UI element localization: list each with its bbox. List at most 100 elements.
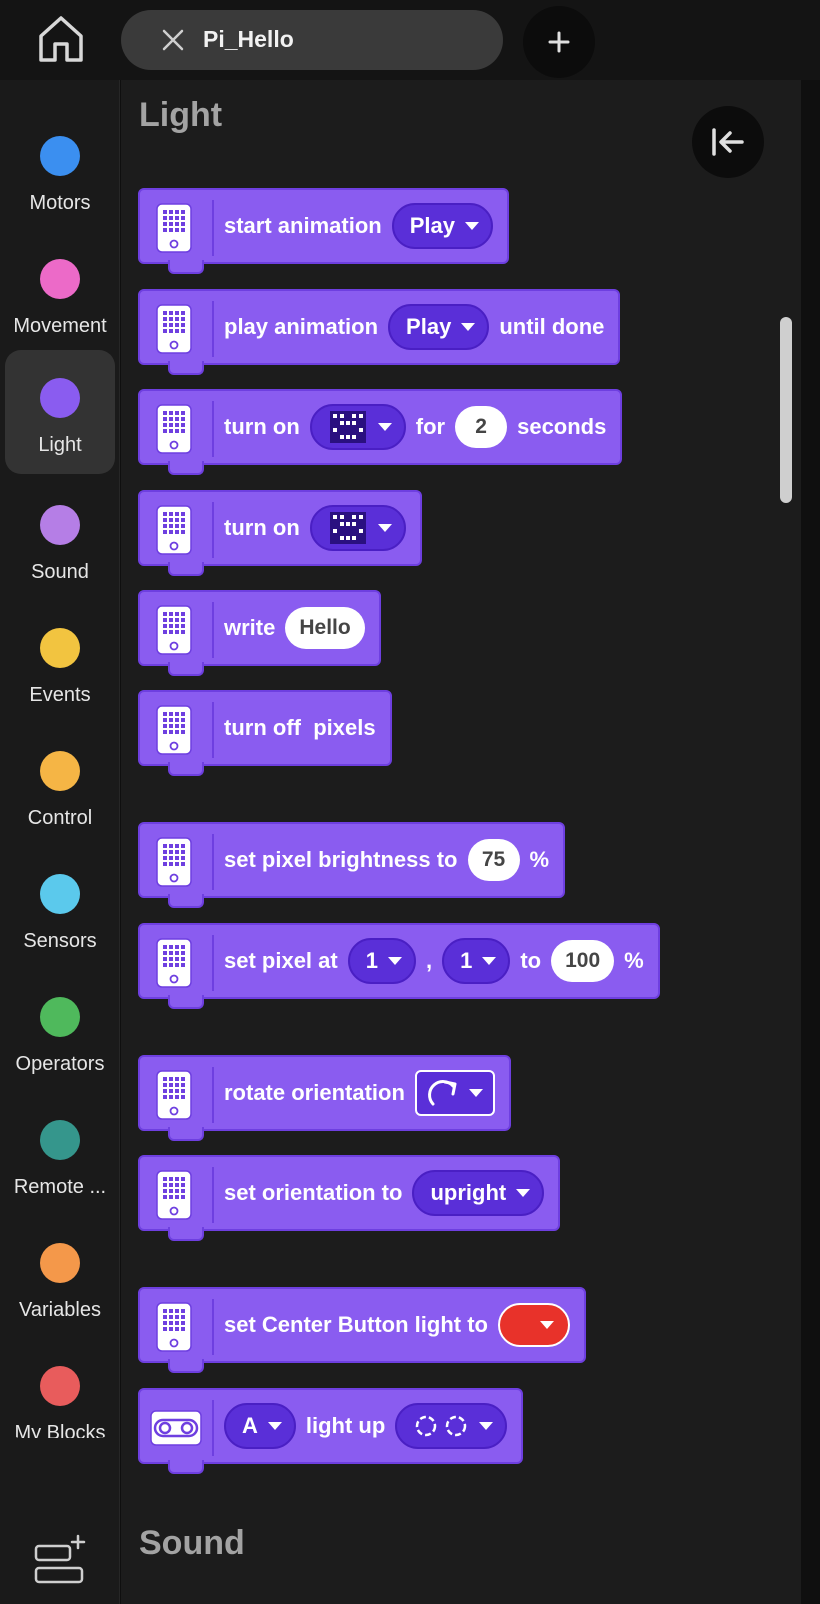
- home-icon: [39, 16, 83, 62]
- sidebar-item-label: Operators: [15, 1053, 105, 1075]
- block-label-for: for: [415, 414, 446, 439]
- chevron-down-icon: [267, 1422, 282, 1430]
- animation-dropdown[interactable]: Play: [388, 304, 490, 350]
- light-color-dropdown[interactable]: [497, 1303, 570, 1347]
- collapse-palette-button[interactable]: [692, 106, 764, 178]
- block-label-suffix: until done: [499, 314, 605, 339]
- sidebar-item-events[interactable]: Events: [5, 600, 115, 724]
- block-separator: [212, 200, 214, 256]
- text-input[interactable]: Hello: [285, 607, 365, 649]
- rotate-clockwise-icon: [427, 1080, 457, 1106]
- input-value: 2: [475, 415, 487, 438]
- brightness-input[interactable]: 75: [467, 839, 520, 881]
- chevron-down-icon: [516, 1189, 531, 1197]
- sidebar-item-control[interactable]: Control: [5, 723, 115, 847]
- chevron-down-icon: [468, 1089, 483, 1097]
- pixel-brightness-input[interactable]: 100: [551, 940, 615, 982]
- collapse-left-icon: [712, 128, 744, 156]
- block-start-animation[interactable]: start animation Play: [138, 188, 509, 274]
- block-set-orientation[interactable]: set orientation to upright: [138, 1155, 561, 1241]
- block-separator: [212, 502, 214, 558]
- pixel-x-dropdown[interactable]: 1: [347, 938, 416, 984]
- block-label-comma: ,: [425, 948, 433, 973]
- sidebar-item-remote[interactable]: Remote ...: [5, 1092, 115, 1216]
- chevron-down-icon: [461, 323, 476, 331]
- animation-dropdown[interactable]: Play: [391, 203, 493, 249]
- sidebar-item-my-blocks[interactable]: My Blocks: [5, 1338, 115, 1438]
- block-label: set pixel at: [224, 948, 338, 973]
- seconds-input[interactable]: 2: [455, 406, 508, 448]
- chevron-down-icon: [377, 423, 392, 431]
- block-separator: [212, 602, 214, 658]
- block-turn-on[interactable]: turn on: [138, 490, 422, 576]
- hub-icon: [156, 404, 192, 454]
- block-turn-off-pixels[interactable]: turn off pixels: [138, 690, 392, 776]
- input-value: 100: [565, 949, 601, 972]
- pixel-image-dropdown[interactable]: [309, 404, 406, 450]
- extensions-icon[interactable]: [32, 1532, 88, 1588]
- section-title-light: Light: [139, 96, 223, 134]
- eyes-pattern-dropdown[interactable]: [395, 1403, 508, 1449]
- block-label-suffix: seconds: [517, 414, 607, 439]
- palette-scrollbar[interactable]: [780, 317, 792, 503]
- category-dot: [40, 505, 80, 545]
- hub-icon: [156, 1302, 192, 1352]
- sidebar-item-movement[interactable]: Movement: [5, 231, 115, 355]
- add-tab-button[interactable]: [523, 6, 595, 78]
- section-title-sound: Sound: [139, 1524, 245, 1562]
- chevron-down-icon: [377, 524, 392, 532]
- block-label: light up: [305, 1413, 386, 1438]
- block-label-suffix: %: [529, 847, 550, 872]
- block-set-pixel-at[interactable]: set pixel at 1 , 1 to 100 %: [138, 923, 660, 1009]
- hub-icon: [156, 304, 192, 354]
- sidebar-item-label: Light: [38, 434, 82, 456]
- hub-icon: [156, 1070, 192, 1120]
- pixel-y-dropdown[interactable]: 1: [442, 938, 511, 984]
- block-label: rotate orientation: [224, 1080, 405, 1105]
- block-write[interactable]: write Hello: [138, 590, 381, 676]
- sidebar-item-label: Sensors: [23, 930, 97, 952]
- sidebar-item-label: Motors: [29, 192, 91, 214]
- block-label: play animation: [224, 314, 379, 339]
- block-rotate-orientation[interactable]: rotate orientation: [138, 1055, 511, 1141]
- block-separator: [212, 935, 214, 991]
- sidebar-item-sound[interactable]: Sound: [5, 477, 115, 601]
- hub-icon: [156, 837, 192, 887]
- sidebar-item-motors[interactable]: Motors: [5, 108, 115, 232]
- category-dot: [40, 1366, 80, 1406]
- sidebar-item-variables[interactable]: Variables: [5, 1215, 115, 1339]
- close-icon[interactable]: [159, 26, 187, 54]
- dropdown-value: 1: [460, 948, 473, 973]
- block-separator: [212, 1167, 214, 1223]
- hub-icon: [156, 505, 192, 555]
- home-button[interactable]: [36, 14, 86, 64]
- chevron-down-icon: [539, 1321, 554, 1329]
- input-value: 75: [481, 848, 506, 871]
- sidebar-item-label: Variables: [19, 1299, 101, 1321]
- category-dot: [40, 751, 80, 791]
- block-set-pixel-brightness[interactable]: set pixel brightness to 75 %: [138, 822, 566, 908]
- category-dot: [40, 378, 80, 418]
- project-tab[interactable]: Pi_Hello: [121, 10, 572, 70]
- hub-icon: [156, 203, 192, 253]
- chevron-down-icon: [479, 1422, 494, 1430]
- orientation-dropdown[interactable]: upright: [412, 1170, 545, 1216]
- distance-sensor-icon: [150, 1410, 202, 1446]
- sidebar-item-label: Sound: [31, 561, 89, 583]
- block-label: set pixel brightness to: [224, 847, 458, 872]
- block-set-center-button-light[interactable]: set Center Button light to: [138, 1287, 586, 1373]
- block-turn-on-for[interactable]: turn on for 2 seconds: [138, 389, 623, 475]
- sidebar-item-sensors[interactable]: Sensors: [5, 846, 115, 970]
- block-light-up[interactable]: A light up: [138, 1388, 524, 1474]
- sidebar-item-light[interactable]: Light: [5, 350, 115, 474]
- tab-title: Pi_Hello: [203, 26, 294, 52]
- port-dropdown[interactable]: A: [224, 1403, 296, 1449]
- block-play-animation[interactable]: play animation Play until done: [138, 289, 621, 375]
- input-value: Hello: [299, 616, 351, 639]
- rotation-direction-dropdown[interactable]: [414, 1070, 495, 1116]
- pixel-image-dropdown[interactable]: [309, 505, 406, 551]
- pixel-smiley-icon: [329, 512, 366, 544]
- category-dot: [40, 1243, 80, 1283]
- hub-icon: [156, 938, 192, 988]
- sidebar-item-operators[interactable]: Operators: [5, 969, 115, 1093]
